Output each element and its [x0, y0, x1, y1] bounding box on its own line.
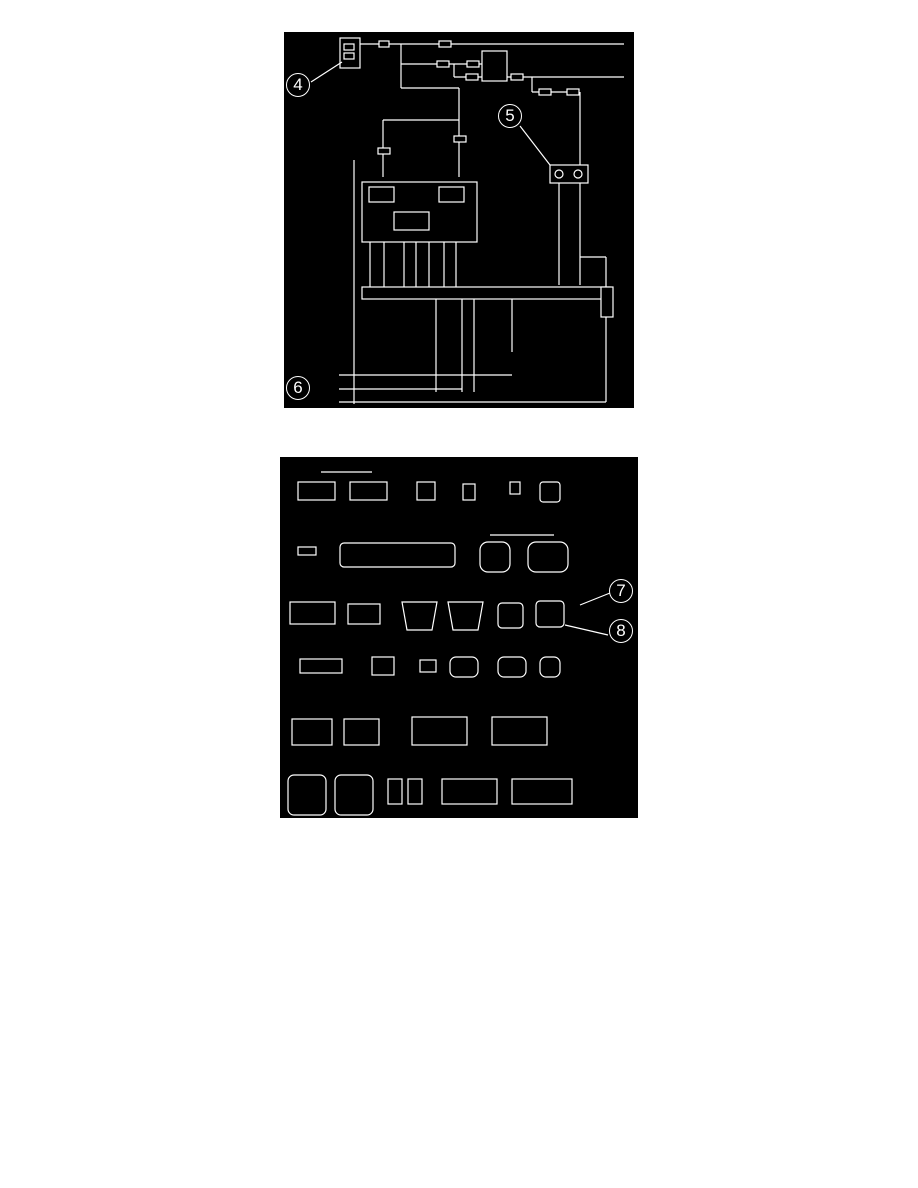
- wiring-diagram-image: 4 5 6: [284, 32, 634, 408]
- callout-6: 6: [286, 376, 310, 400]
- connector-drawings: [287, 471, 616, 816]
- callout-7: 7: [609, 579, 633, 603]
- wiring-schematic: [310, 37, 624, 404]
- connector-views-image: 7 8: [280, 457, 638, 818]
- callout-5: 5: [498, 104, 522, 128]
- callout-4: 4: [286, 73, 310, 97]
- callout-8: 8: [609, 619, 633, 643]
